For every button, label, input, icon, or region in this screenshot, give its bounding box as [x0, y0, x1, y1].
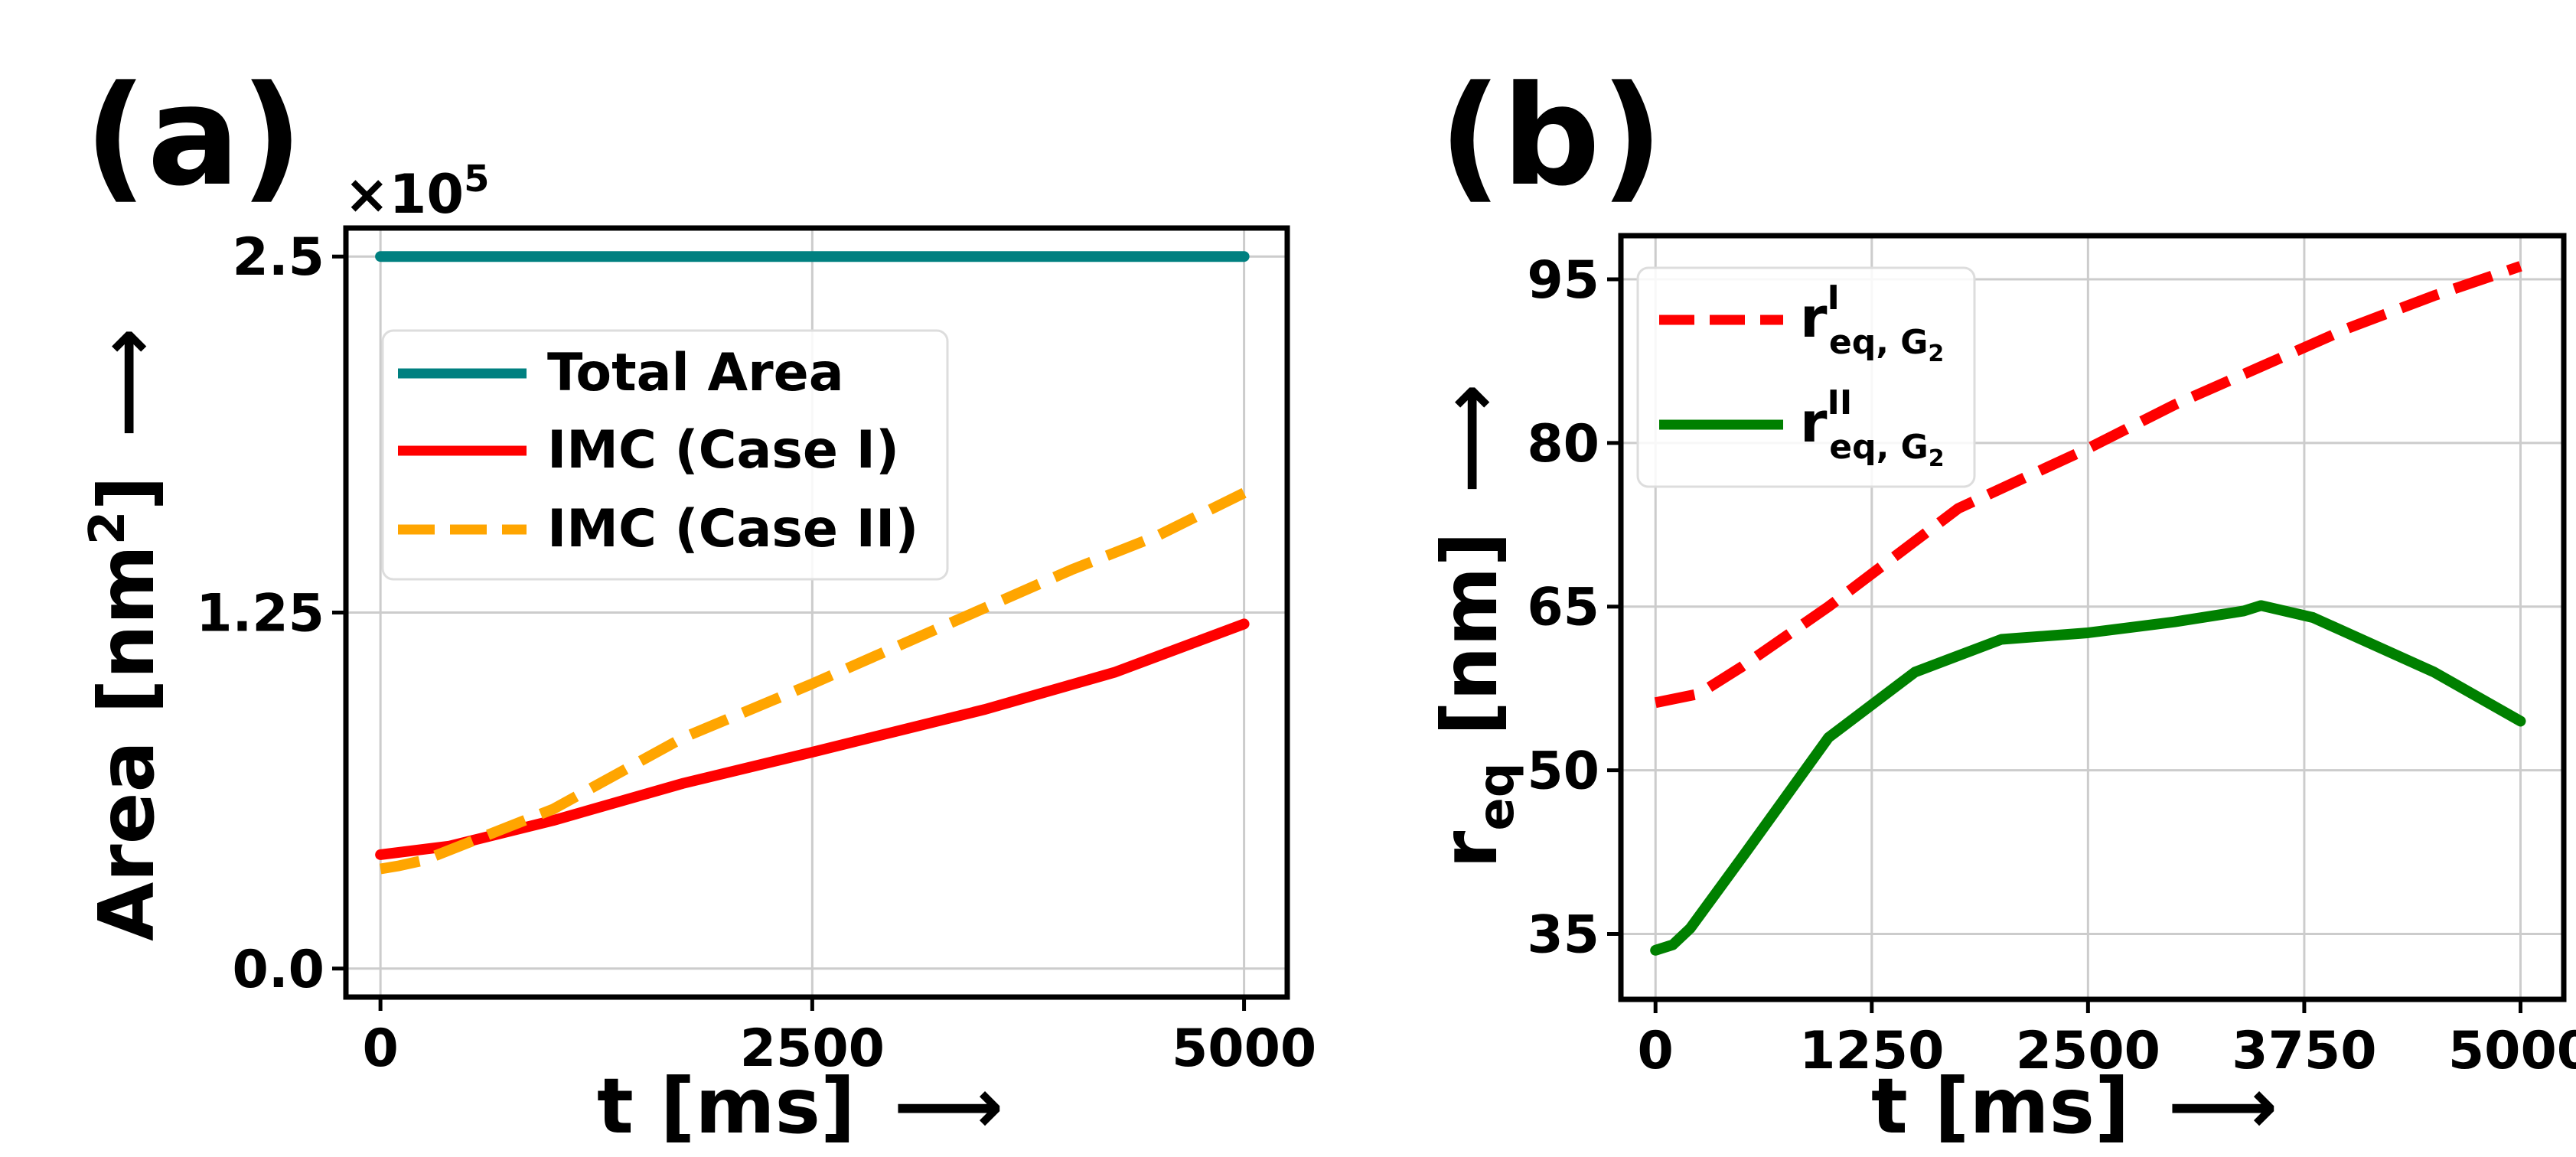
legend-r-eq-1-sub: eq, G [1829, 323, 1929, 362]
x-tick-label: 0 [362, 1018, 398, 1079]
y-tick-label: 0.0 [233, 940, 324, 1000]
panel-a-y-arrow: ⟶ [82, 328, 171, 437]
legend-r-eq-2-sub: eq, G [1829, 428, 1929, 467]
y-tick-label: 35 [1527, 904, 1599, 965]
panel-b-xlabel-text: t [ms] [1871, 1061, 2130, 1151]
panel-a-offset-exp: 5 [464, 158, 489, 200]
panel-b-ylabel-end: [nm] [1425, 532, 1515, 763]
panel-a-xlabel: t [ms] ⟶ [597, 1061, 1003, 1151]
panel-b-ylabel: req [nm] ⟶ [1425, 383, 1525, 869]
y-tick-label: 95 [1527, 250, 1599, 311]
panel-a-frame [343, 225, 1290, 1000]
y-tick-label: 50 [1527, 741, 1599, 802]
panel-b-xlabel: t [ms] ⟶ [1871, 1061, 2278, 1151]
x-tick-label: 3750 [2232, 1021, 2376, 1081]
panel-a-ylabel-text: Area [nm [82, 545, 171, 941]
panel-a-ylabel: Area [nm2] ⟶ [80, 328, 171, 941]
y-tick-label: 65 [1527, 578, 1599, 638]
legend-label-total-area: Total Area [547, 343, 844, 403]
legend-label-r-eq-2: rII eq, G2 [1800, 383, 1945, 472]
legend-label-imc-case-1: IMC (Case I) [547, 420, 899, 481]
panel-a-offset: ×105 [344, 158, 489, 226]
panel-a-lines [375, 251, 1250, 875]
series-line-a-2 [379, 487, 1247, 875]
x-tick-label: 5000 [1172, 1018, 1316, 1079]
panel-b-ylabel-text: r [1425, 830, 1515, 869]
panel-b-lines [1650, 261, 2526, 956]
panel-a-legend: Total Area IMC (Case I) IMC (Case II) [381, 329, 949, 581]
panel-a-ticks: 0 2500 5000 0.0 1.25 2.5 [196, 227, 1316, 1079]
panel-b-ticks: 0 1250 2500 3750 5000 35 50 65 80 95 [1527, 250, 2576, 1081]
panel-a-ylabel-end: ] [82, 476, 171, 511]
panel-a-xlabel-text: t [ms] [597, 1061, 856, 1151]
panel-b-x-arrow: ⟶ [2168, 1061, 2278, 1151]
panel-a-offset-base: ×10 [344, 163, 464, 226]
x-tick-label: 1250 [1799, 1021, 1944, 1081]
panel-b-ylabel-sub: eq [1469, 762, 1525, 830]
x-tick-label: 2500 [740, 1018, 885, 1079]
panel-b-y-arrow: ⟶ [1425, 383, 1515, 493]
y-tick-label: 2.5 [233, 227, 324, 288]
panel-b-frame [1618, 233, 2567, 1002]
y-tick-label: 80 [1527, 414, 1599, 474]
legend-r-eq-1-subsub: 2 [1928, 341, 1944, 367]
legend-r-eq-2-sup: II [1828, 383, 1853, 422]
panel-a-legend-box [381, 329, 949, 581]
x-tick-label: 0 [1638, 1021, 1674, 1081]
panel-a-ylabel-sup: 2 [80, 511, 136, 546]
legend-label-imc-case-2: IMC (Case II) [547, 499, 918, 559]
series-line-b-1 [1650, 600, 2526, 956]
legend-r-eq-2-subsub: 2 [1929, 445, 1945, 472]
panel-a-label: (a) [84, 57, 303, 217]
panel-a-x-arrow: ⟶ [894, 1061, 1003, 1151]
legend-r-eq-1-sup: I [1828, 279, 1840, 318]
y-tick-label: 1.25 [196, 584, 324, 644]
panel-a: (a) ×105 0 2500 5000 0.0 1.25 2.5 Total Area … [80, 57, 1316, 1151]
panel-b-label: (b) [1439, 57, 1663, 217]
legend-r-eq-1-main: r [1800, 285, 1828, 350]
series-line-b-0 [1654, 261, 2522, 709]
x-tick-label: 2500 [2016, 1021, 2160, 1081]
legend-r-eq-2-main: r [1800, 390, 1828, 455]
x-tick-label: 5000 [2448, 1021, 2576, 1081]
